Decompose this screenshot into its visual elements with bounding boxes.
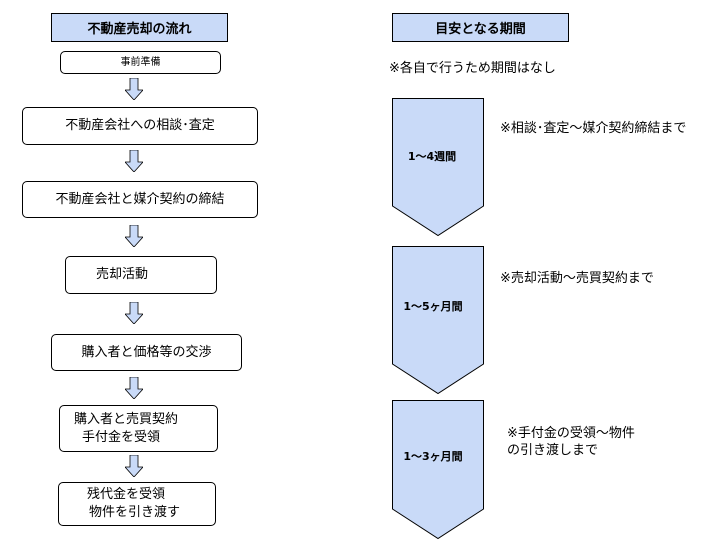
down-arrow-icon — [125, 377, 143, 399]
step-settlement-line1: 残代金を受領 — [87, 487, 166, 502]
step-negotiation-label: 購入者と価格等の交渉 — [81, 344, 212, 360]
preparation-note: ※各自で行うため期間はなし — [389, 61, 556, 76]
step-sales-contract-line2: 手付金を受領 — [82, 429, 161, 445]
period-2-label: 1～5ヶ月間 — [403, 300, 463, 313]
step-preparation-label: 事前準備 — [120, 56, 161, 68]
step-sales-contract-line1: 購入者と売買契約 — [74, 411, 179, 427]
flow-header: 不動産売却の流れ — [51, 13, 228, 42]
period-1-note: ※相談･査定～媒介契約締結まで — [500, 120, 686, 137]
down-arrow-icon — [125, 225, 143, 247]
down-arrow-icon — [125, 78, 143, 100]
period-2-note: ※売却活動～売買契約まで — [500, 270, 654, 287]
period-1-note-line1: ※相談･査定～媒介契約締結まで — [500, 121, 687, 136]
step-sales-contract: 購入者と売買契約 手付金を受領 — [59, 405, 218, 452]
step-brokerage-contract-label: 不動産会社と媒介契約の締結 — [55, 191, 225, 207]
down-arrow-icon — [125, 302, 143, 324]
period-1-shape — [392, 98, 484, 237]
step-preparation: 事前準備 — [60, 51, 221, 74]
period-1-label: 1～4週間 — [407, 150, 457, 163]
step-sales-activity: 売却活動 — [65, 256, 217, 294]
period-3-shape — [392, 400, 484, 540]
down-arrow-icon — [125, 150, 143, 172]
step-negotiation: 購入者と価格等の交渉 — [51, 334, 242, 371]
step-settlement-line2: 物件を引き渡す — [89, 505, 181, 520]
down-arrow-icon — [125, 455, 143, 477]
step-settlement: 残代金を受領 物件を引き渡す — [58, 482, 216, 526]
step-consultation-label: 不動産会社への相談･査定 — [65, 118, 215, 133]
period-3-note: ※手付金の受領～物件 の引き渡しまで — [507, 425, 635, 459]
step-consultation: 不動産会社への相談･査定 — [22, 107, 258, 145]
period-3-note-line1: ※手付金の受領～物件 — [507, 426, 635, 441]
period-2-shape — [392, 246, 484, 395]
step-sales-activity-label: 売却活動 — [96, 267, 149, 282]
period-header: 目安となる期間 — [392, 13, 569, 42]
period-3-note-line2: の引き渡しまで — [507, 443, 599, 458]
step-brokerage-contract: 不動産会社と媒介契約の締結 — [22, 181, 258, 218]
period-2-note-line1: ※売却活動～売買契約まで — [500, 271, 654, 286]
period-3-label: 1～3ヶ月間 — [403, 450, 463, 463]
